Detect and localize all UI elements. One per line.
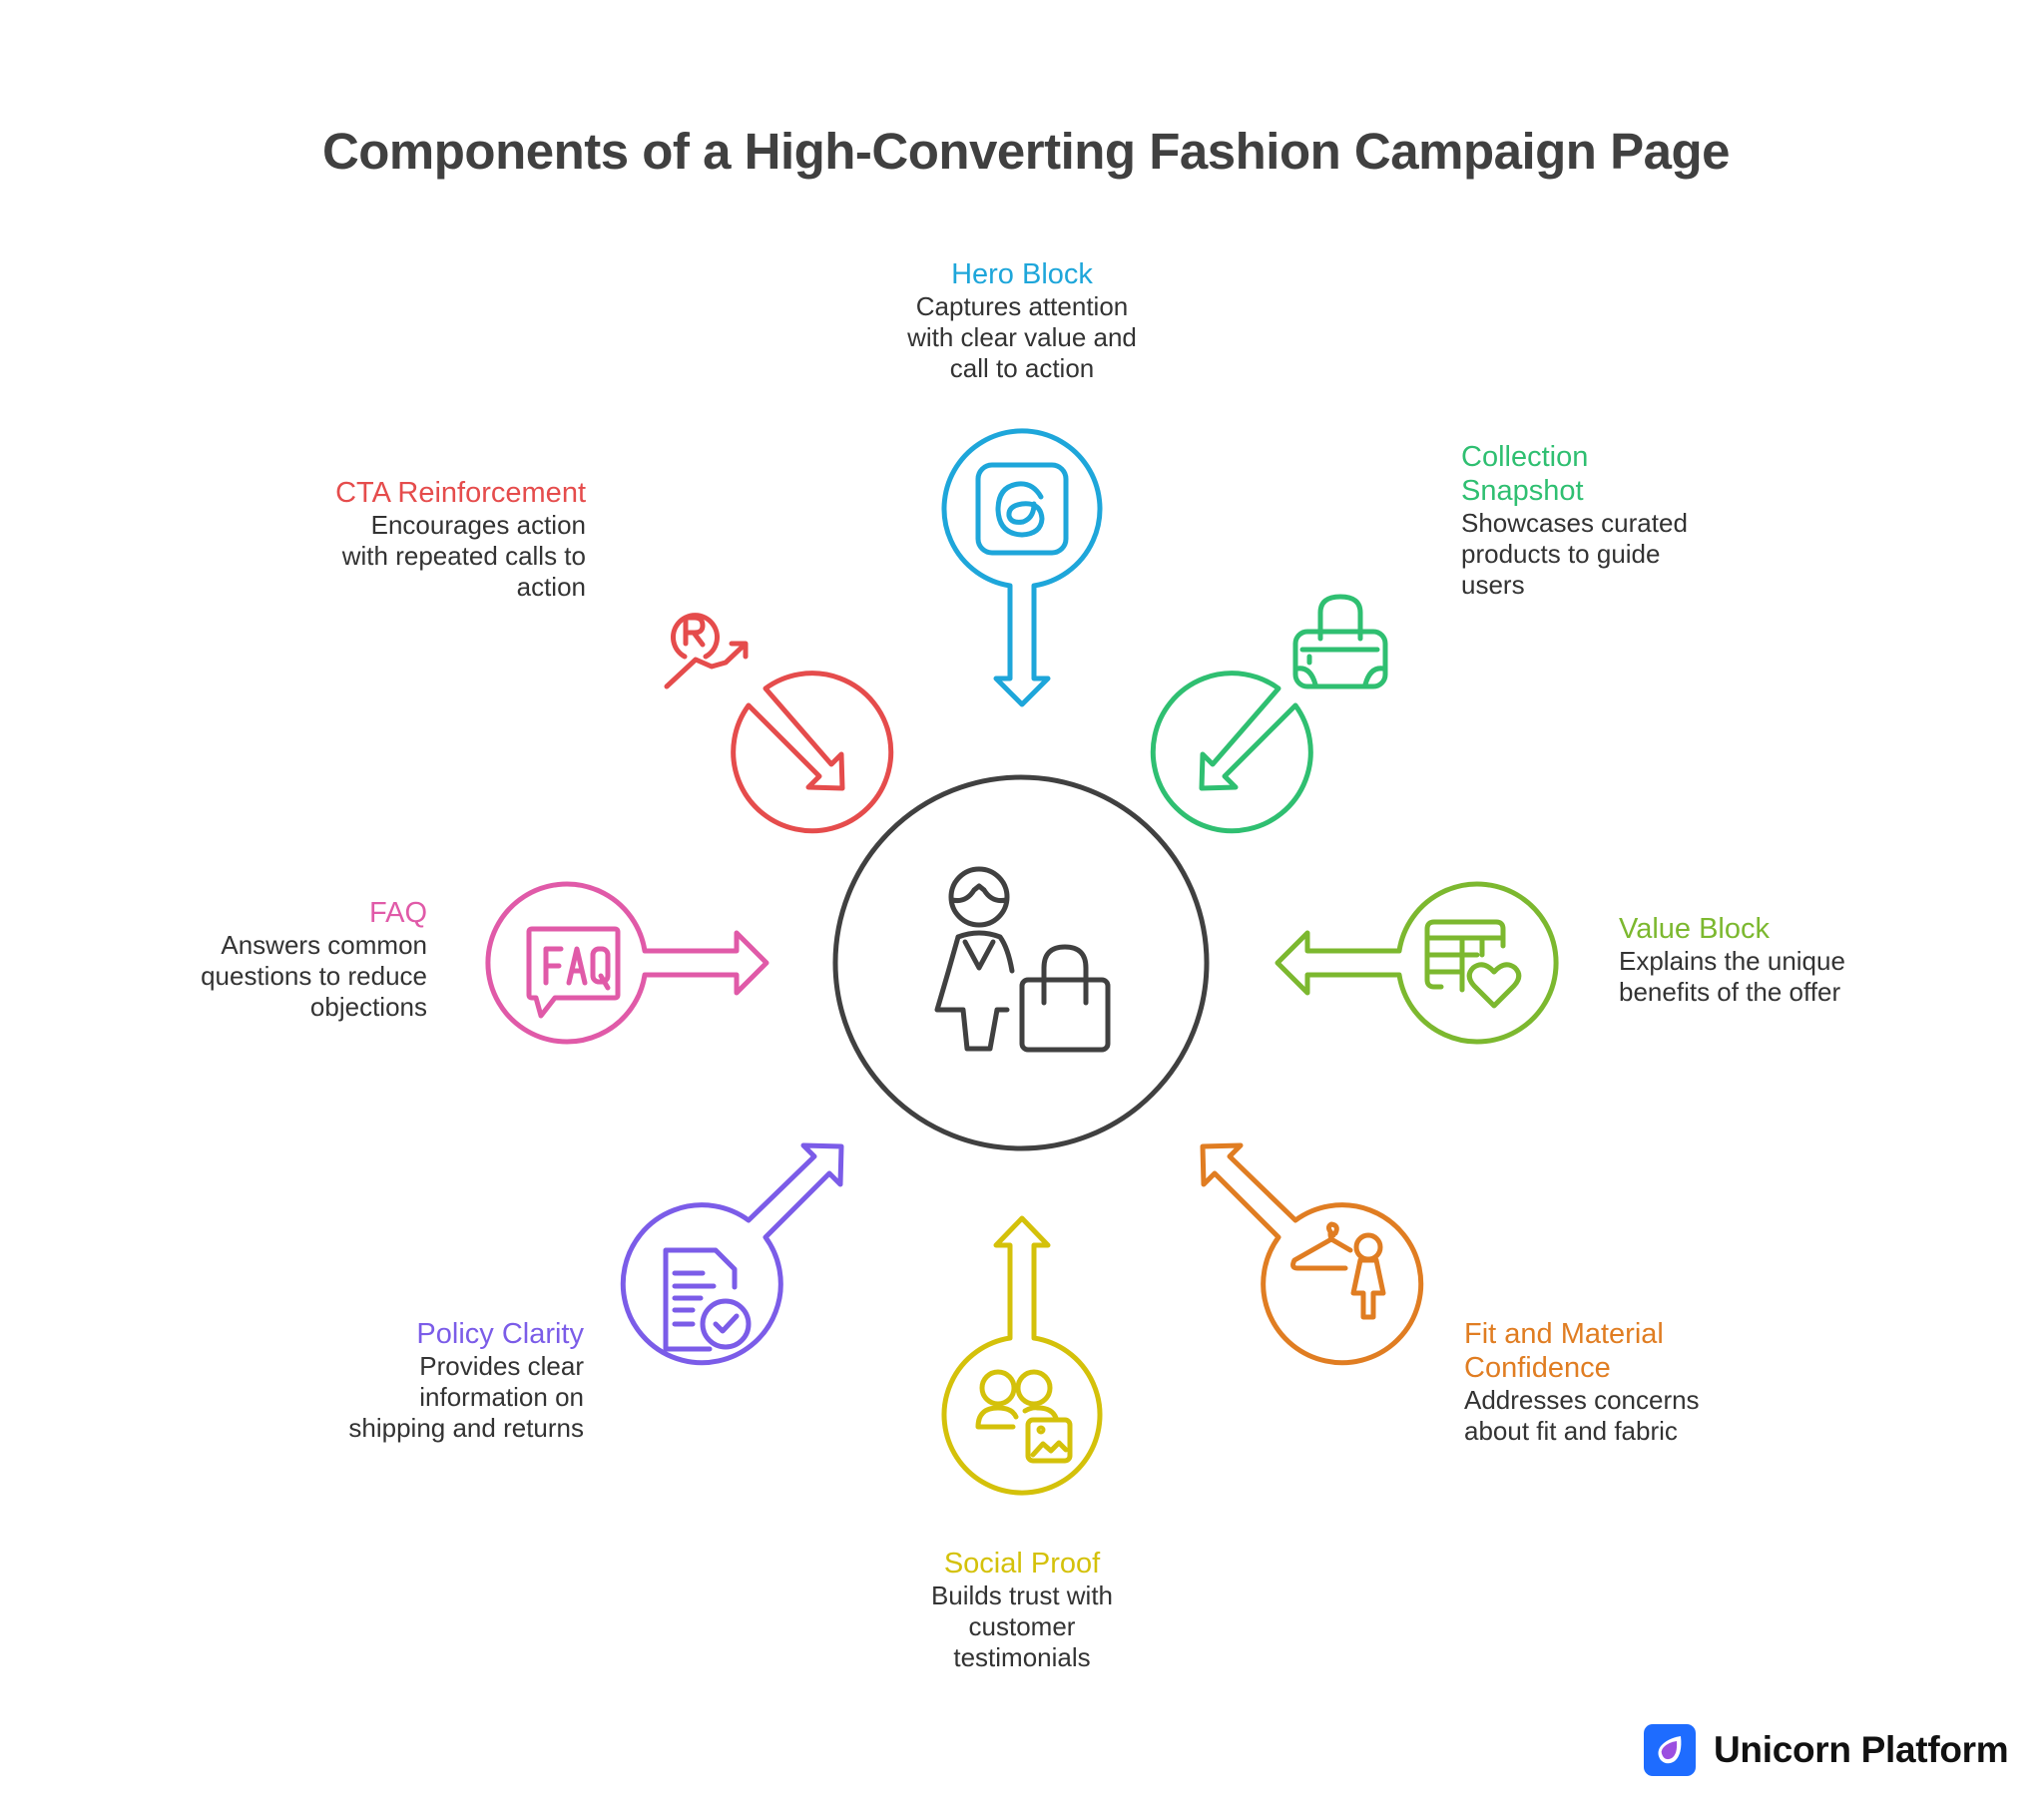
unicorn-logo-icon — [1644, 1724, 1696, 1776]
center-node — [832, 774, 1210, 1151]
collection-title: Collection Snapshot — [1461, 441, 1589, 507]
registered-trend-icon — [664, 613, 749, 689]
hero-label: Hero Block Captures attention with clear… — [882, 257, 1162, 384]
threads-app-icon — [975, 462, 1069, 556]
page-title: Components of a High-Converting Fashion … — [321, 123, 1731, 180]
hanger-person-icon — [1290, 1221, 1386, 1320]
handbag-icon — [1292, 594, 1388, 689]
table-heart-icon — [1424, 919, 1522, 1009]
hero-description: Captures attention with clear value and … — [907, 291, 1137, 383]
faq-node[interactable] — [485, 881, 769, 1045]
collection-label: Collection Snapshot Showcases curated pr… — [1461, 440, 1761, 601]
social-description: Builds trust with customer testimonials — [930, 1580, 1114, 1672]
woman-shopping-bag-icon — [934, 866, 1111, 1053]
brand-name: Unicorn Platform — [1714, 1729, 2009, 1770]
cta-title: CTA Reinforcement — [335, 477, 586, 509]
users-image-icon — [975, 1369, 1073, 1464]
hero-title: Hero Block — [951, 258, 1093, 290]
value-title: Value Block — [1619, 913, 1770, 945]
faq-title: FAQ — [368, 897, 427, 929]
fit-title: Fit and Material Confidence — [1464, 1318, 1664, 1384]
faq-label: FAQ Answers common questions to reduce o… — [128, 896, 427, 1023]
fit-node[interactable] — [1200, 1142, 1424, 1366]
document-check-icon — [663, 1247, 752, 1352]
brand-logo[interactable]: Unicorn Platform — [1644, 1724, 2009, 1776]
hero-node[interactable] — [941, 428, 1103, 707]
fit-label: Fit and Material Confidence Addresses co… — [1464, 1317, 1784, 1447]
cta-node[interactable] — [664, 613, 894, 834]
social-title: Social Proof — [943, 1548, 1101, 1579]
social-label: Social Proof Builds trust with customer … — [882, 1547, 1162, 1673]
value-node[interactable] — [1275, 881, 1559, 1045]
cta-description: Encourages action with repeated calls to… — [341, 510, 586, 602]
value-label: Value Block Explains the unique benefits… — [1619, 912, 1938, 1008]
collection-description: Showcases curated products to guide user… — [1461, 508, 1688, 600]
policy-title: Policy Clarity — [416, 1318, 584, 1350]
collection-node[interactable] — [1150, 594, 1388, 834]
fit-description: Addresses concerns about fit and fabric — [1464, 1385, 1700, 1446]
cta-label: CTA Reinforcement Encourages action with… — [266, 476, 586, 603]
social-node[interactable] — [941, 1215, 1103, 1496]
policy-label: Policy Clarity Provides clear informatio… — [284, 1317, 584, 1444]
policy-description: Provides clear information on shipping a… — [348, 1351, 584, 1443]
faq-description: Answers common questions to reduce objec… — [201, 930, 427, 1022]
policy-node[interactable] — [620, 1142, 844, 1366]
faq-bubble-icon — [526, 926, 621, 1019]
value-description: Explains the unique benefits of the offe… — [1619, 946, 1845, 1007]
